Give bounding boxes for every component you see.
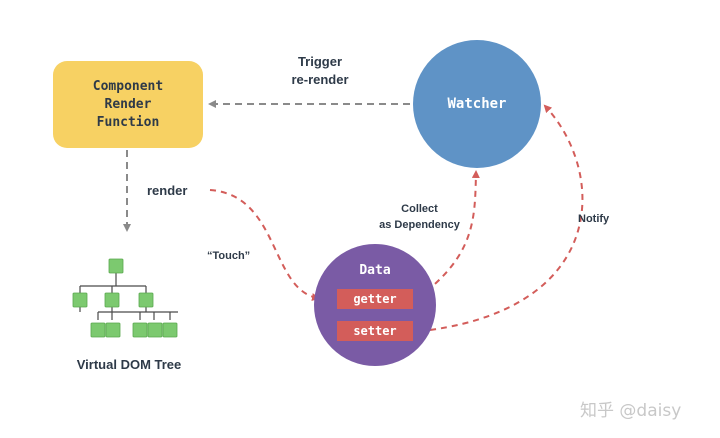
data-node: Data getter setter <box>314 244 436 366</box>
collect-dependency-arrow <box>417 170 480 299</box>
component-render-function-box: Component Render Function <box>53 61 203 148</box>
getter-pill: getter <box>337 289 413 309</box>
notify-arrow <box>429 104 584 331</box>
touch-label: “Touch” <box>207 250 251 262</box>
touch-arrow <box>209 189 320 301</box>
watcher-node: Watcher <box>413 40 541 168</box>
notify-label: Notify <box>578 213 610 225</box>
collect-dependency-label: Collect as Dependency <box>379 203 460 231</box>
tree-cubes <box>72 258 178 338</box>
render-label: render <box>147 183 188 198</box>
watermark: 知乎 @daisy <box>580 401 682 421</box>
watcher-label: Watcher <box>447 96 507 112</box>
setter-pill: setter <box>337 321 413 341</box>
trigger-rerender-label: Trigger re-render <box>291 54 349 87</box>
virtual-dom-tree-label: Virtual DOM Tree <box>76 357 182 372</box>
virtual-dom-tree-icon <box>79 266 178 320</box>
data-label: Data <box>359 263 391 278</box>
